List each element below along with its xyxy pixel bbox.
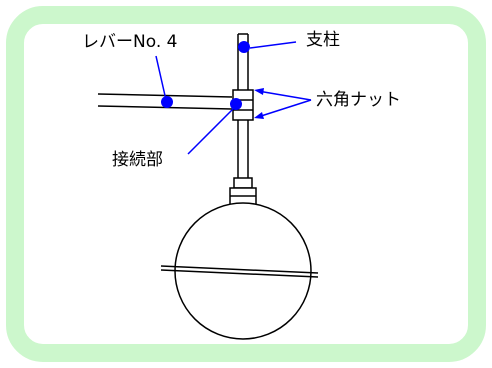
marker-dot-pillar bbox=[238, 41, 250, 53]
marker-dot-joint bbox=[230, 98, 242, 110]
leader-nut-upper bbox=[257, 90, 312, 101]
arrowhead-lower bbox=[254, 112, 264, 119]
leader-pillar bbox=[249, 41, 297, 49]
label-lever: レバーNo. 4 bbox=[82, 32, 178, 52]
diagram-frame: レバーNo. 4 支柱 六角ナット 接続部 bbox=[6, 6, 486, 362]
label-pillar: 支柱 bbox=[306, 30, 340, 50]
marker-dot-lever bbox=[161, 96, 173, 108]
leader-nut-lower bbox=[257, 99, 312, 118]
leader-lever bbox=[155, 55, 167, 101]
leader-lines bbox=[155, 41, 312, 155]
arrowhead-upper bbox=[254, 88, 264, 95]
marker-dots bbox=[161, 41, 250, 110]
float-ball bbox=[160, 202, 319, 340]
label-hex-nut: 六角ナット bbox=[316, 90, 401, 110]
float-valve-diagram bbox=[6, 6, 486, 362]
arrowheads bbox=[254, 88, 264, 119]
leader-joint bbox=[187, 108, 234, 155]
label-joint: 接続部 bbox=[112, 150, 163, 170]
